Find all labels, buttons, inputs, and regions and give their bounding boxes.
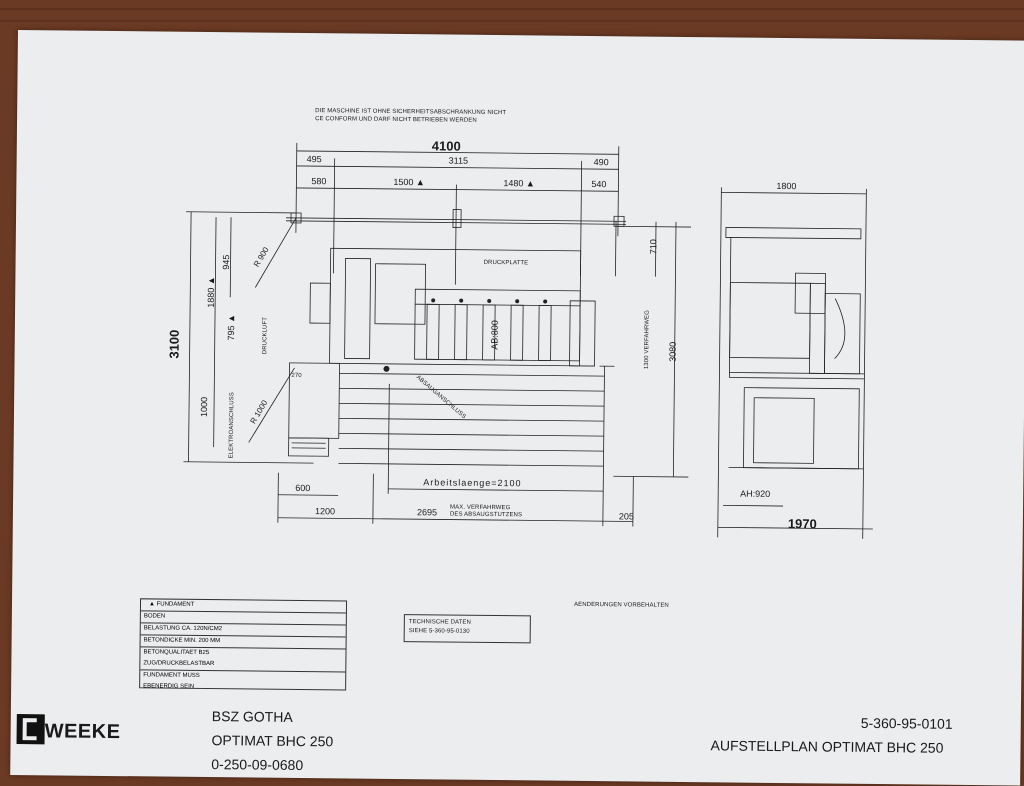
dim-1000: 1000	[199, 397, 209, 417]
dim-1970: 1970	[788, 516, 817, 531]
dim-1880: 1880 ▲	[206, 276, 216, 308]
dim-205: 205	[619, 511, 634, 521]
dim-600: 600	[295, 483, 310, 493]
changes-note: AENDERUNGEN VORBEHALTEN	[574, 602, 669, 609]
dim-total-width: 4100	[432, 138, 461, 153]
dim-540: 540	[591, 179, 606, 189]
dim-1480: 1480 ▲	[503, 178, 535, 188]
fundament-row: EBENERDIG SEIN	[140, 681, 345, 694]
verfahrweg-label: 1300 VERFAHRWEG	[644, 310, 651, 369]
dim-3100: 3100	[167, 330, 182, 359]
druckplatte-label: DRUCKPLATTE	[484, 260, 529, 266]
dim-795: 795 ▲	[226, 314, 236, 341]
drawing-number: 5-360-95-0101	[861, 715, 953, 732]
dim-945: 945	[221, 255, 231, 270]
ab-800-label: AB:800	[489, 320, 499, 350]
drawing-title: AUFSTELLPLAN OPTIMAT BHC 250	[710, 737, 943, 755]
fundament-table: ▲ FUNDAMENT BODEN BELASTUNG CA. 120N/CM2…	[139, 598, 347, 690]
dim-3115: 3115	[449, 156, 468, 166]
dim-1800: 1800	[776, 181, 796, 191]
arbeitslaenge-label: Arbeitslaenge=2100	[423, 477, 521, 488]
customer-name: BSZ GOTHA	[212, 708, 293, 725]
technical-data-box: TECHNISCHE DATEN SIEHE 5-360-95-0130	[404, 614, 531, 643]
elektroanschluss-label: ELEKTROANSCHLUSS	[229, 392, 236, 458]
druckluft-label: DRUCKLUFT	[262, 317, 268, 354]
company-name: WEEKE	[45, 720, 121, 744]
dim-1500: 1500 ▲	[393, 177, 425, 187]
dim-495: 495	[307, 154, 322, 164]
order-number: 0-250-09-0680	[211, 756, 303, 773]
max-verfahrweg-2: DES ABSAUGSTUTZENS	[450, 512, 522, 519]
max-verfahrweg-1: MAX. VERFAHRWEG	[450, 505, 510, 512]
tech-line-1: TECHNISCHE DATEN	[409, 619, 471, 626]
dim-270: 270	[291, 373, 301, 379]
tech-line-2: SIEHE 5-360-95-0130	[409, 628, 470, 635]
dim-580: 580	[311, 176, 326, 186]
drawing-sheet: DIE MASCHINE IST OHNE SICHERHEITSABSCHRA…	[10, 30, 1024, 786]
weeke-logo: WEEKE	[14, 710, 126, 751]
dim-3080: 3080	[668, 342, 678, 362]
ah-920-label: AH:920	[740, 489, 770, 499]
machine-name: OPTIMAT BHC 250	[211, 732, 333, 749]
dim-710: 710	[648, 239, 658, 254]
dim-2695: 2695	[417, 507, 437, 517]
dim-1200: 1200	[315, 506, 335, 516]
dim-490: 490	[594, 157, 609, 167]
